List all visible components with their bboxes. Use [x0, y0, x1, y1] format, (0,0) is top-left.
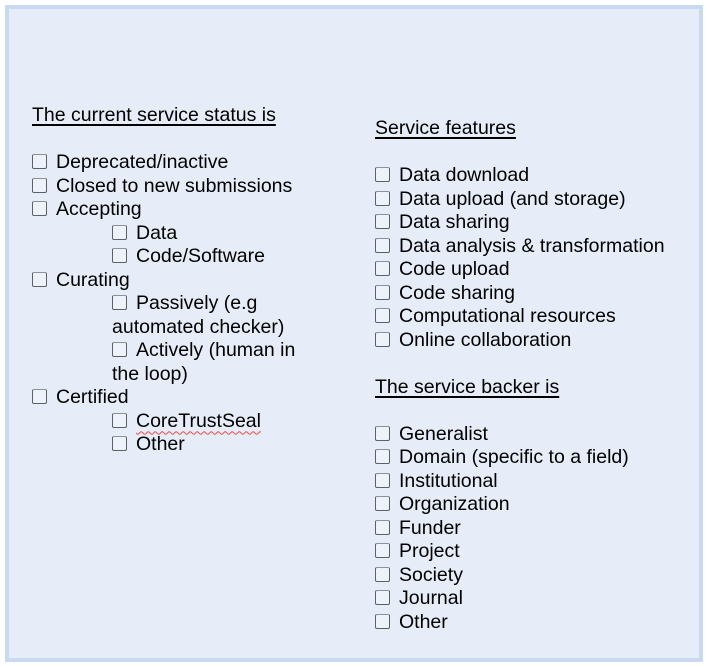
checkbox-data-sharing[interactable]	[375, 214, 390, 229]
checkbox-label: Institutional	[399, 469, 498, 492]
checkbox-row-domain-specific-to-a-field: Domain (specific to a field)	[375, 446, 685, 470]
checkbox-project[interactable]	[375, 543, 390, 558]
checkbox-row-generalist: Generalist	[375, 423, 685, 447]
checkbox-row-accepting: Accepting	[32, 198, 302, 222]
checkbox-label: Passively (e.g automated checker)	[112, 292, 285, 338]
checkbox-journal[interactable]	[375, 590, 390, 605]
checkbox-label: Accepting	[56, 198, 142, 220]
checkbox-row-code-sharing: Code sharing	[375, 282, 685, 306]
checkbox-label: Data analysis & transformation	[399, 234, 665, 257]
checkbox-label: Code sharing	[399, 281, 515, 304]
checkbox-label: Domain (specific to a field)	[399, 446, 629, 468]
checkbox-label: Data download	[399, 164, 530, 186]
checkbox-label: Certified	[56, 386, 129, 408]
checkbox-list: Data download Data upload (and storage) …	[375, 164, 685, 352]
checkbox-row-passively-e-g-automated-checker: Passively (e.g automated checker)	[112, 292, 302, 339]
checkbox-generalist[interactable]	[375, 425, 390, 441]
checkbox-row-other: Other	[375, 611, 685, 635]
checkbox-row-funder: Funder	[375, 517, 685, 541]
checkbox-row-project: Project	[375, 540, 685, 564]
checkbox-label: Code upload	[399, 258, 510, 280]
checkbox-label: CoreTrustSeal	[136, 409, 261, 432]
checkbox-row-data-analysis-transformation: Data analysis & transformation	[375, 235, 685, 259]
checkbox-organization[interactable]	[375, 496, 390, 511]
section-heading-row: The service backer is	[375, 376, 685, 400]
checkbox-label: Curating	[56, 268, 130, 291]
checkbox-code-software[interactable]	[112, 248, 127, 263]
checkbox-computational-resources[interactable]	[375, 308, 390, 323]
section-heading-service-backer: The service backer is	[375, 375, 560, 398]
checkbox-row-code-upload: Code upload	[375, 258, 685, 282]
checkbox-domain-specific-to-a-field[interactable]	[375, 449, 390, 464]
checkbox-row-actively-human-in-the-loop: Actively (human in the loop)	[112, 339, 302, 386]
checkbox-row-data-download: Data download	[375, 164, 685, 188]
checkbox-row-code-software: Code/Software	[112, 245, 302, 269]
checkbox-row-computational-resources: Computational resources	[375, 305, 685, 329]
checkbox-accepting[interactable]	[32, 201, 47, 216]
section-service-features: Service features Data download Data uplo…	[375, 117, 685, 352]
checkbox-row-online-collaboration: Online collaboration	[375, 329, 685, 353]
section-heading-row: The current service status is	[32, 104, 302, 128]
checkbox-online-collaboration[interactable]	[375, 331, 390, 347]
checkbox-label: Generalist	[399, 422, 488, 445]
checkbox-label: Computational resources	[399, 305, 616, 327]
checkbox-coretrustseal[interactable]	[112, 412, 127, 428]
checkbox-label: Code/Software	[136, 245, 265, 267]
checkbox-code-upload[interactable]	[375, 261, 390, 276]
checkbox-label: Funder	[399, 516, 461, 539]
checkbox-curating[interactable]	[32, 271, 47, 287]
checkbox-label: Actively (human in the loop)	[112, 339, 296, 385]
right-column: Service features Data download Data uplo…	[375, 117, 685, 634]
checkbox-label: Other	[399, 610, 448, 633]
section-service-status: The current service status is Deprecated…	[32, 104, 302, 457]
checkbox-closed-to-new-submissions[interactable]	[32, 177, 47, 193]
checkbox-row-journal: Journal	[375, 587, 685, 611]
checkbox-data[interactable]	[112, 224, 127, 240]
checkbox-row-closed-to-new-submissions: Closed to new submissions	[32, 175, 302, 199]
checkbox-row-organization: Organization	[375, 493, 685, 517]
checkbox-row-institutional: Institutional	[375, 470, 685, 494]
checkbox-label: Society	[399, 563, 463, 586]
checkbox-label: Deprecated/inactive	[56, 151, 229, 173]
checkbox-society[interactable]	[375, 566, 390, 582]
form-panel: The current service status is Deprecated…	[5, 5, 703, 662]
checkbox-label: Organization	[399, 493, 510, 515]
checkbox-actively-human-in-the-loop[interactable]	[112, 342, 127, 357]
checkbox-row-data: Data	[112, 222, 302, 246]
checkbox-label: Closed to new submissions	[56, 174, 293, 197]
checkbox-row-curating: Curating	[32, 269, 302, 293]
checkbox-label: Online collaboration	[399, 328, 572, 351]
checkbox-row-deprecated-inactive: Deprecated/inactive	[32, 151, 302, 175]
checkbox-passively-e-g-automated-checker[interactable]	[112, 295, 127, 310]
checkbox-label: Data sharing	[399, 211, 510, 233]
checkbox-row-certified: Certified	[32, 386, 302, 410]
checkbox-other[interactable]	[112, 436, 127, 451]
section-service-backer: The service backer is Generalist Domain …	[375, 376, 685, 635]
checkbox-label: Data	[136, 221, 178, 244]
left-column: The current service status is Deprecated…	[32, 104, 302, 457]
checkbox-other[interactable]	[375, 613, 390, 629]
checkbox-list: Generalist Domain (specific to a field) …	[375, 423, 685, 635]
checkbox-funder[interactable]	[375, 519, 390, 535]
checkbox-label: Journal	[399, 587, 463, 609]
section-heading-service-features: Service features	[375, 117, 516, 139]
checkbox-data-analysis-transformation[interactable]	[375, 237, 390, 253]
checkbox-list: Deprecated/inactive Closed to new submis…	[32, 151, 302, 457]
checkbox-row-coretrustseal: CoreTrustSeal	[112, 410, 302, 434]
checkbox-row-other: Other	[112, 433, 302, 457]
checkbox-row-data-upload-and-storage: Data upload (and storage)	[375, 188, 685, 212]
checkbox-code-sharing[interactable]	[375, 284, 390, 300]
section-heading-row: Service features	[375, 117, 685, 141]
checkbox-data-download[interactable]	[375, 167, 390, 182]
checkbox-deprecated-inactive[interactable]	[32, 154, 47, 169]
checkbox-institutional[interactable]	[375, 472, 390, 488]
checkbox-label: Project	[399, 540, 460, 562]
checkbox-row-data-sharing: Data sharing	[375, 211, 685, 235]
checkbox-data-upload-and-storage[interactable]	[375, 190, 390, 206]
checkbox-label: Data upload (and storage)	[399, 187, 626, 210]
section-heading-service-status: The current service status is	[32, 104, 276, 126]
checkbox-certified[interactable]	[32, 389, 47, 404]
checkbox-row-society: Society	[375, 564, 685, 588]
checkbox-label: Other	[136, 433, 185, 455]
